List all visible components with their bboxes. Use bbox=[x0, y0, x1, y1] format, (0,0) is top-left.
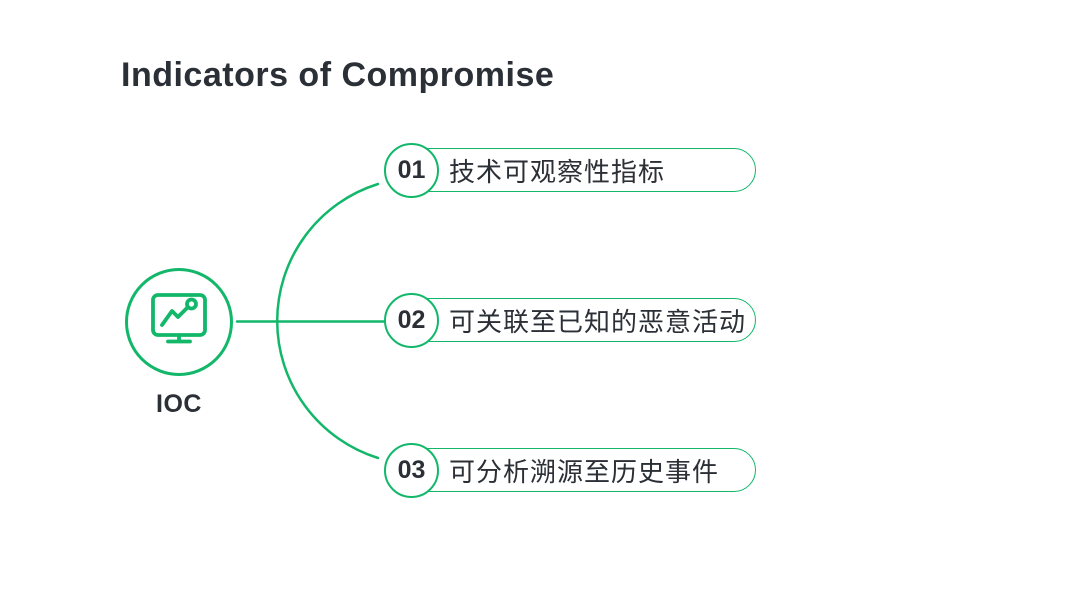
item-pill: 可关联至已知的恶意活动 bbox=[406, 298, 756, 342]
ioc-item-row-3: 可分析溯源至历史事件 03 bbox=[384, 443, 756, 498]
item-label: 技术可观察性指标 bbox=[449, 156, 666, 187]
hub-circle bbox=[125, 268, 233, 376]
ioc-item-row-1: 技术可观察性指标 01 bbox=[384, 143, 756, 198]
item-pill: 可分析溯源至历史事件 bbox=[406, 448, 756, 492]
item-label: 可关联至已知的恶意活动 bbox=[449, 306, 747, 337]
item-number-badge: 02 bbox=[384, 293, 439, 348]
ioc-item-row-2: 可关联至已知的恶意活动 02 bbox=[384, 293, 756, 348]
item-number-badge: 01 bbox=[384, 143, 439, 198]
item-pill: 技术可观察性指标 bbox=[406, 148, 756, 192]
item-number-badge: 03 bbox=[384, 443, 439, 498]
item-label: 可分析溯源至历史事件 bbox=[449, 456, 720, 487]
monitor-chart-icon bbox=[151, 293, 207, 344]
hub-label: IOC bbox=[156, 390, 202, 418]
page-title: Indicators of Compromise bbox=[121, 56, 555, 94]
